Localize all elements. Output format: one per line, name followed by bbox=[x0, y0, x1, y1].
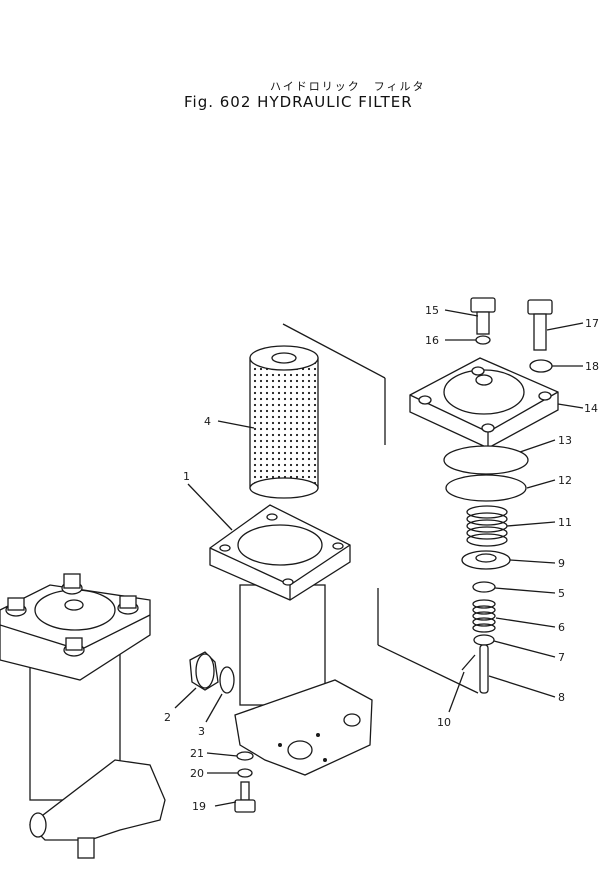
spring-6 bbox=[472, 599, 496, 633]
part-number-17: 17 bbox=[585, 317, 599, 330]
bolt-15 bbox=[470, 297, 496, 335]
part-number-8: 8 bbox=[558, 691, 565, 704]
part-number-1: 1 bbox=[183, 470, 190, 483]
part-number-7: 7 bbox=[558, 651, 565, 664]
cover bbox=[409, 357, 559, 449]
part-number-5: 5 bbox=[558, 587, 565, 600]
part-number-16: 16 bbox=[425, 334, 439, 347]
part-number-20: 20 bbox=[190, 767, 204, 780]
figure-title-japanese: ハイドロリック フィルタ bbox=[270, 80, 426, 93]
washer-7 bbox=[473, 634, 495, 646]
bolt-19 bbox=[234, 781, 256, 813]
part-number-18: 18 bbox=[585, 360, 599, 373]
valve-9 bbox=[461, 550, 511, 570]
washer-16 bbox=[475, 335, 491, 345]
part-number-15: 15 bbox=[425, 304, 439, 317]
washer-20 bbox=[237, 768, 253, 778]
figure-title: Fig. 602 HYDRAULIC FILTER bbox=[184, 93, 413, 111]
o-ring-12 bbox=[445, 474, 527, 502]
o-ring-13 bbox=[443, 445, 529, 475]
assembly-guide-lines bbox=[282, 323, 479, 694]
o-ring-plug bbox=[219, 666, 235, 694]
part-number-10: 10 bbox=[437, 716, 451, 729]
part-number-2: 2 bbox=[164, 711, 171, 724]
part-number-3: 3 bbox=[198, 725, 205, 738]
assembled-filter-illustration bbox=[0, 573, 166, 859]
pin-8 bbox=[479, 644, 489, 694]
part-number-4: 4 bbox=[204, 415, 211, 428]
filter-element bbox=[249, 345, 319, 499]
filter-body bbox=[209, 504, 373, 776]
part-number-19: 19 bbox=[192, 800, 206, 813]
cotter-pin-10 bbox=[461, 654, 476, 671]
part-number-13: 13 bbox=[558, 434, 572, 447]
leader-lines bbox=[174, 309, 584, 807]
part-number-21: 21 bbox=[190, 747, 204, 760]
part-number-6: 6 bbox=[558, 621, 565, 634]
part-number-11: 11 bbox=[558, 516, 572, 529]
washer-21 bbox=[236, 751, 254, 761]
washer-5 bbox=[472, 581, 496, 593]
spring-11 bbox=[466, 505, 508, 547]
bolt-17 bbox=[527, 299, 553, 351]
plug bbox=[189, 651, 219, 691]
part-number-14: 14 bbox=[584, 402, 598, 415]
part-number-12: 12 bbox=[558, 474, 572, 487]
part-number-9: 9 bbox=[558, 557, 565, 570]
washer-18 bbox=[529, 359, 553, 373]
